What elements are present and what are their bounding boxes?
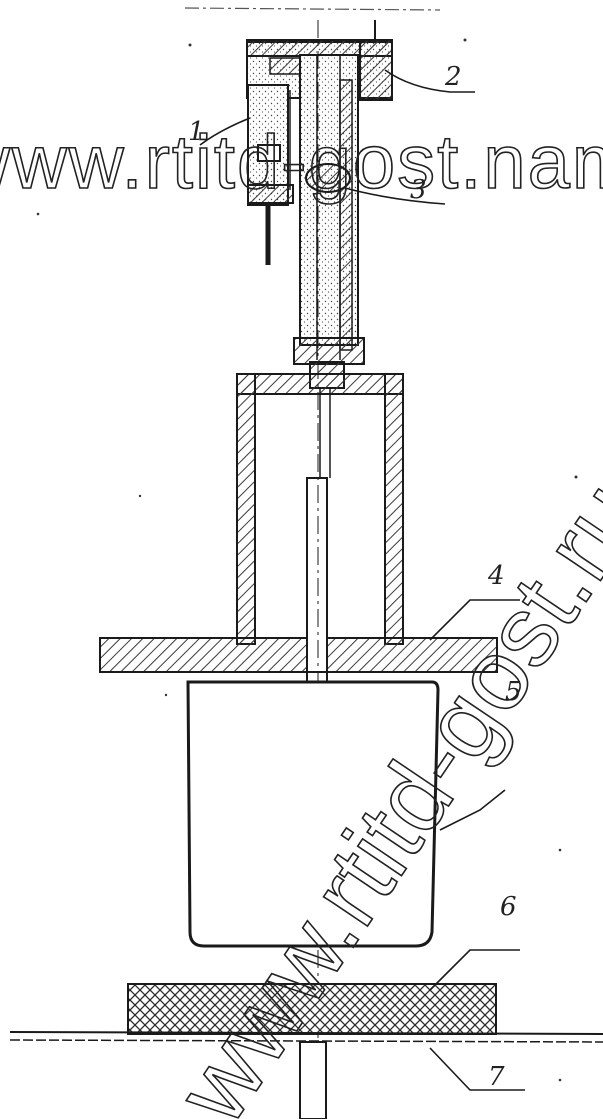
base-part-7 <box>9 1031 603 1119</box>
container-part-5 <box>186 680 440 948</box>
label-2: 2 <box>444 62 462 92</box>
top-edge-line <box>184 7 441 11</box>
part-labels: 1 2 3 4 5 6 7 <box>188 62 522 1092</box>
label-7: 7 <box>488 1062 505 1092</box>
leader-lines <box>199 69 525 1091</box>
label-1: 1 <box>188 117 205 147</box>
label-5: 5 <box>505 677 522 707</box>
watermark-horizontal: www.rtitd-gost.nam <box>0 120 603 205</box>
label-3: 3 <box>410 175 427 205</box>
label-4: 4 <box>487 561 505 591</box>
label-6: 6 <box>500 892 517 922</box>
scan-specks <box>36 38 578 1082</box>
upper-assembly <box>246 20 393 389</box>
frame-bracket <box>99 373 498 673</box>
